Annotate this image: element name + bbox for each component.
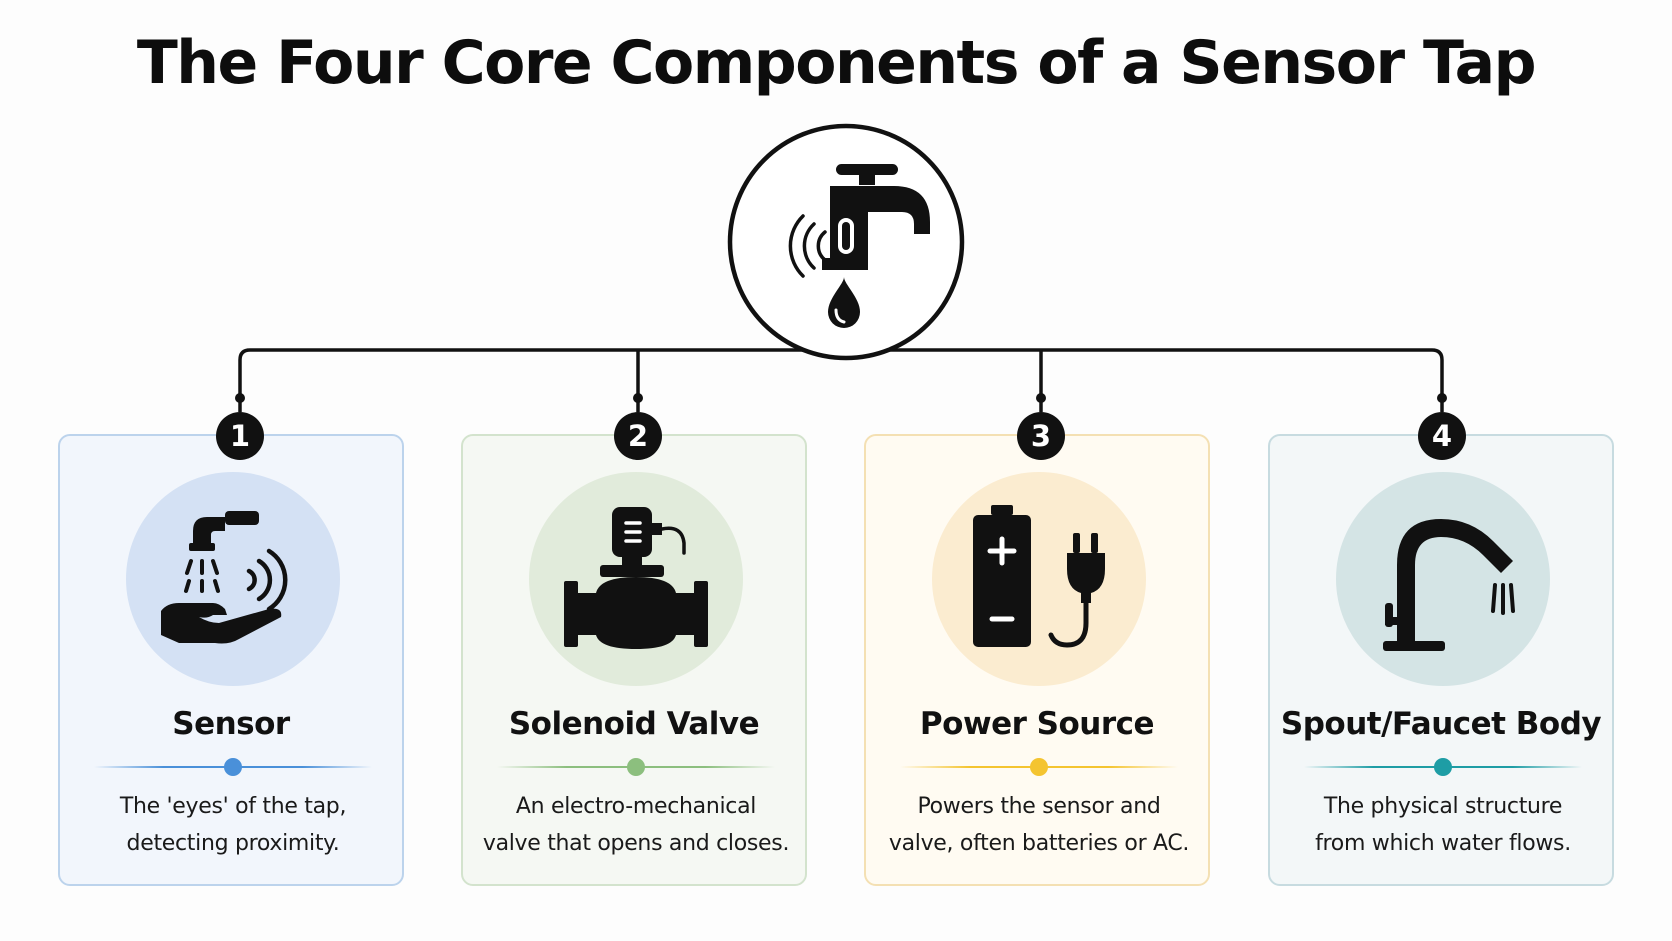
faucet-body-icon: [1383, 519, 1515, 651]
divider-dot: [1030, 758, 1048, 776]
icon-circle: [529, 472, 743, 686]
divider-dot: [224, 758, 242, 776]
step-badge-4: 4: [1418, 412, 1466, 460]
component-title: Sensor: [172, 706, 290, 742]
divider-dot: [1434, 758, 1452, 776]
component-description: The physical structure from which water …: [1315, 794, 1571, 856]
component-card-sensor: Sensor The 'eyes' of the tap, detecting …: [58, 434, 404, 886]
component-title: Spout/Faucet Body: [1280, 706, 1602, 742]
icon-circle: [1336, 472, 1550, 686]
battery-plug-icon: [973, 505, 1105, 648]
solenoid-valve-icon: [564, 507, 708, 649]
component-description: An electro-mechanical valve that opens a…: [482, 794, 790, 856]
sensor-tap-icon: [727, 123, 965, 361]
step-badge-3: 3: [1017, 412, 1065, 460]
icon-circle: [126, 472, 340, 686]
hand-sensor-icon: [161, 511, 288, 644]
component-description: The 'eyes' of the tap, detecting proximi…: [119, 794, 347, 856]
step-badge-1: 1: [216, 412, 264, 460]
component-title: Solenoid Valve: [508, 706, 760, 742]
component-card-spout-faucet-body: Spout/Faucet Body The physical structure…: [1268, 434, 1614, 886]
page-title: The Four Core Components of a Sensor Tap: [136, 28, 1537, 98]
component-card-solenoid-valve: Solenoid Valve An electro-mechanical val…: [461, 434, 807, 886]
step-badge-2: 2: [614, 412, 662, 460]
icon-circle: [932, 472, 1146, 686]
component-card-power-source: Power Source Powers the sensor and valve…: [864, 434, 1210, 886]
divider-dot: [627, 758, 645, 776]
component-description: Powers the sensor and valve, often batte…: [888, 794, 1190, 856]
component-title: Power Source: [919, 706, 1155, 742]
